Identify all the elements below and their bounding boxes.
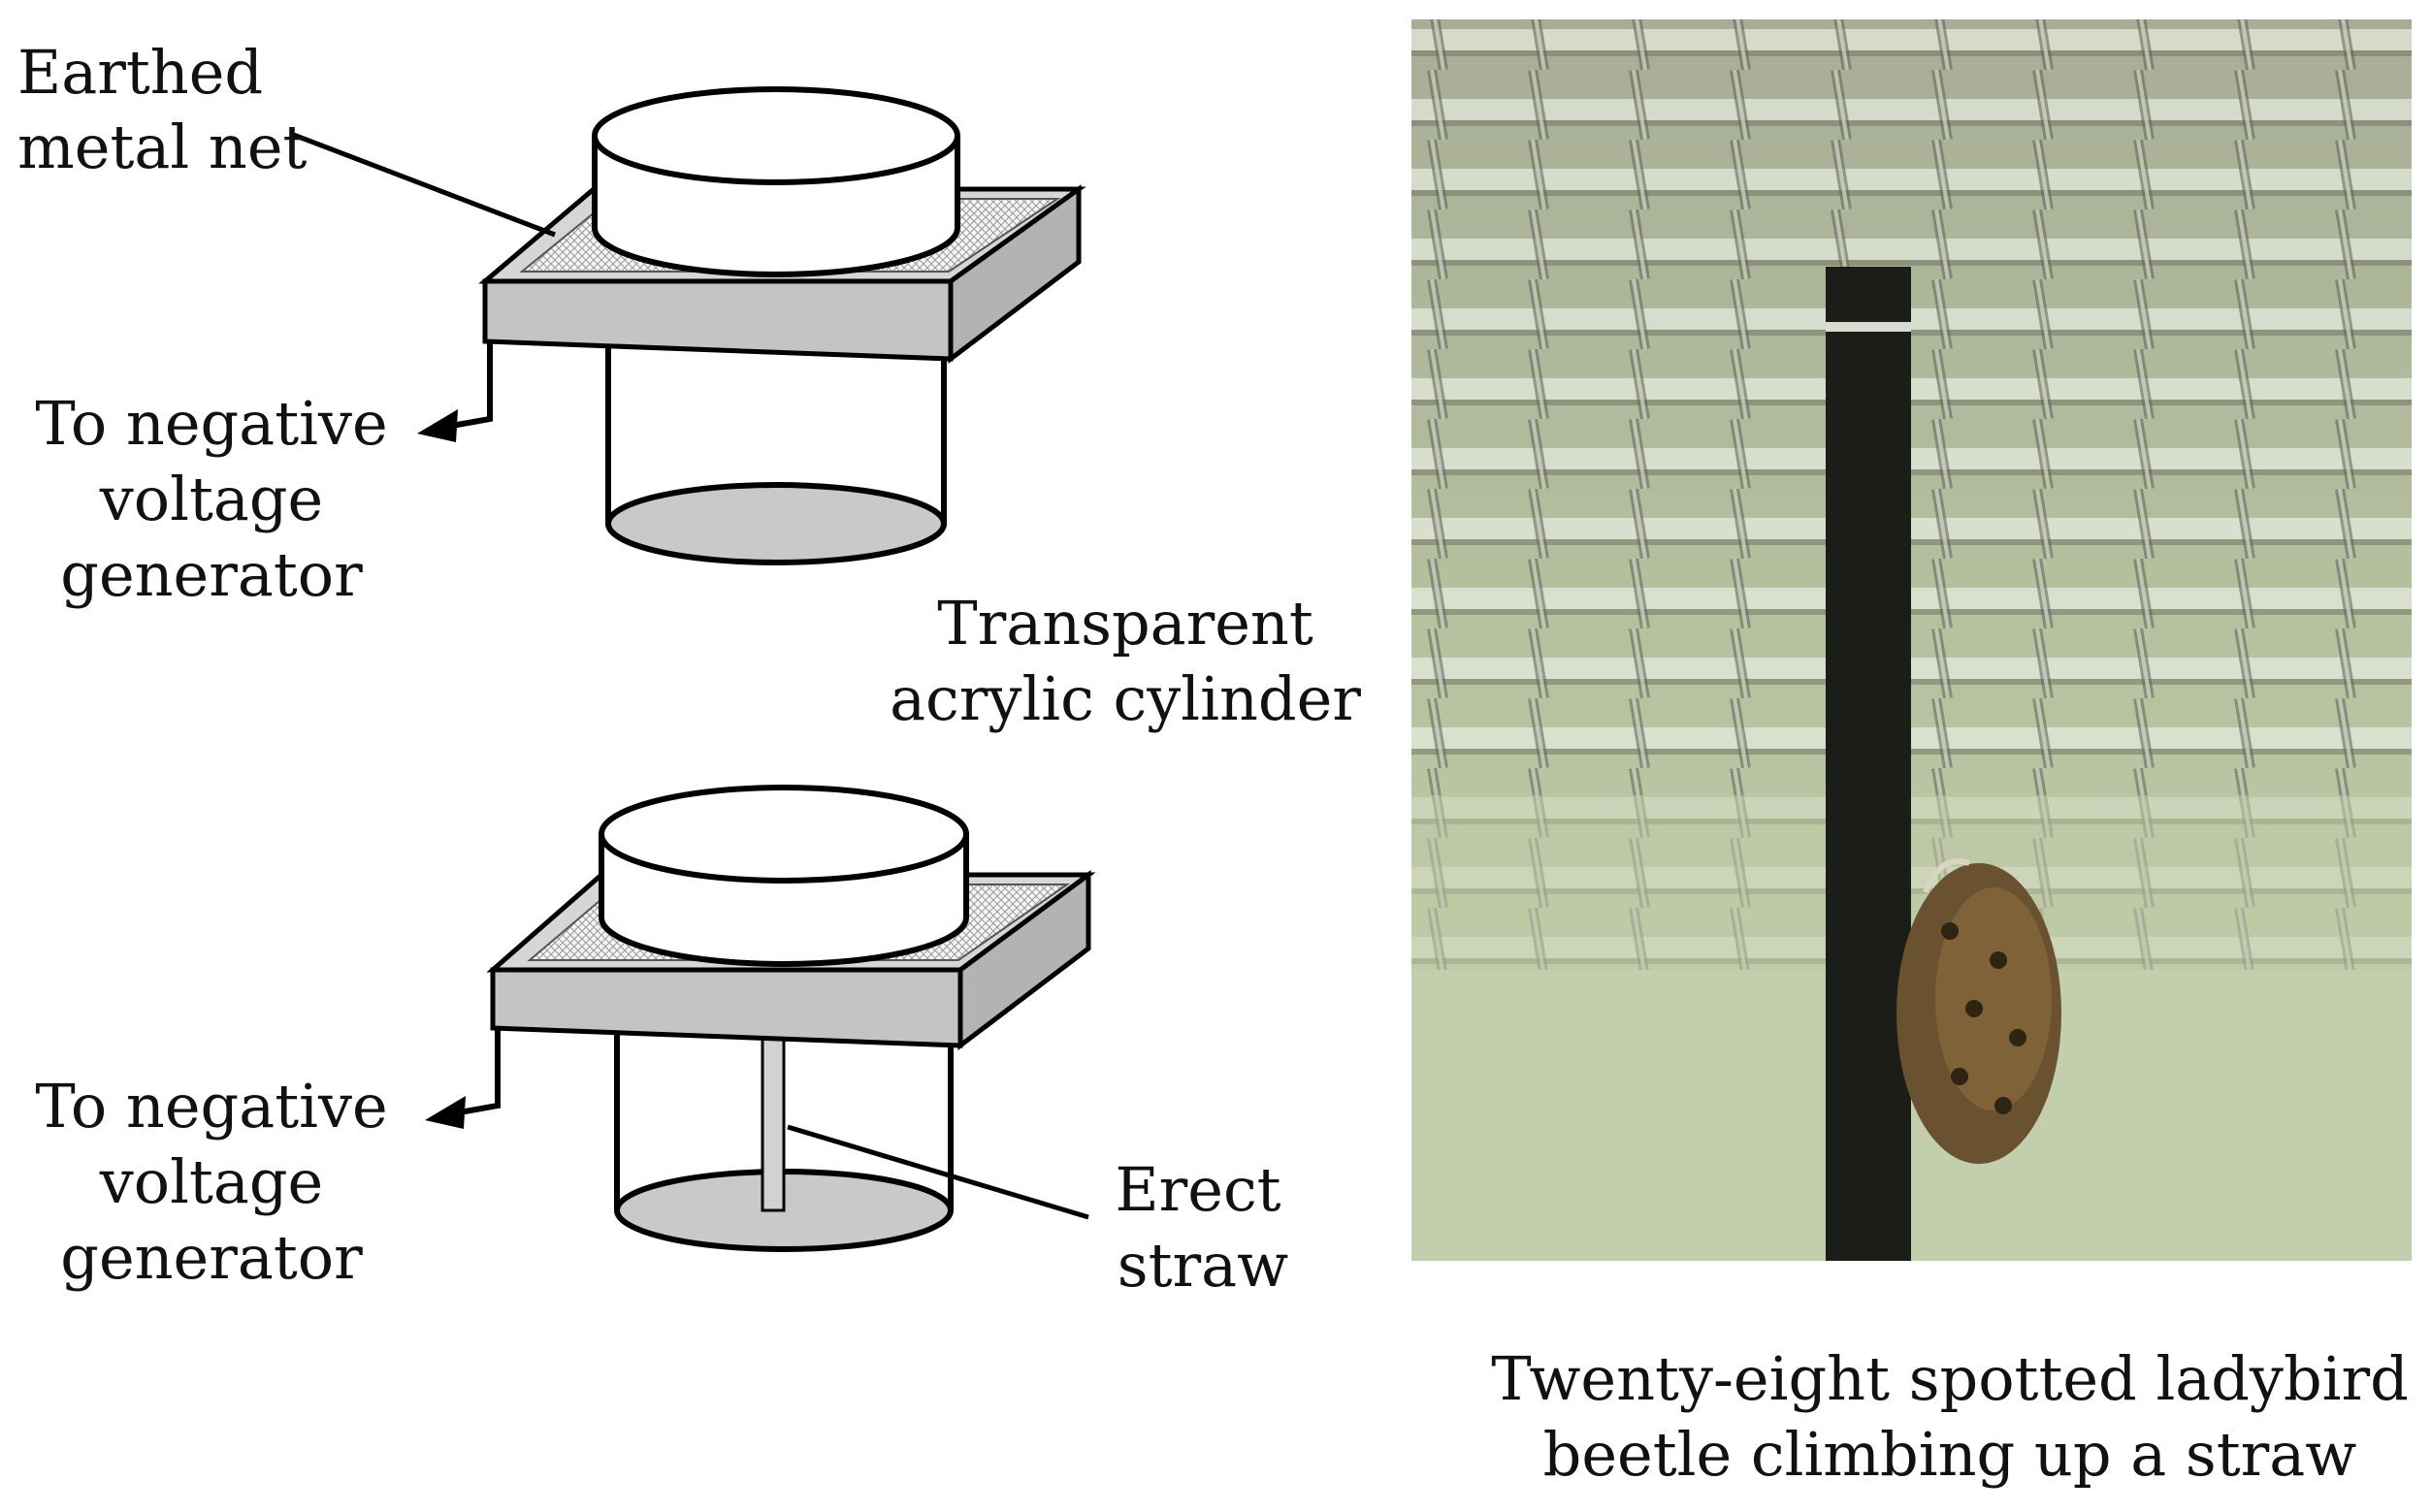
wire-top [445,341,493,430]
photo-caption-line-1: Twenty-eight spotted ladybird [1491,1343,2409,1414]
photo-caption-line-2: beetle climbing up a straw [1543,1419,2357,1490]
label-neg-voltage-bottom-3: generator [60,1222,363,1293]
label-cylinder-2: acrylic cylinder [890,663,1361,734]
label-neg-voltage-bottom-1: To negative [35,1071,387,1142]
bottom-apparatus [425,785,1096,1252]
leader-earthed-net [290,131,556,238]
top-apparatus [290,86,1086,565]
label-neg-voltage-bottom-2: voltage [99,1146,323,1217]
label-earthed-net-1: Earthed [17,37,263,108]
label-cylinder-1: Transparent [937,588,1313,659]
photo-panel [1411,19,2412,1261]
lid-cylinder-bottom [599,785,969,967]
label-neg-voltage-top-2: voltage [99,464,323,534]
labels: Earthed metal net To negative voltage ge… [17,37,1361,1301]
label-straw-1: Erect [1115,1154,1280,1225]
leader-erect-straw [787,1124,1089,1220]
lid-cylinder-top [592,86,960,277]
wire-bottom [453,1028,501,1116]
label-straw-2: straw [1118,1230,1288,1301]
erect-straw [761,1036,786,1212]
photo-straw [1826,267,1911,1261]
ladybird-beetle [1896,858,2061,1164]
arrow-bottom [425,1096,466,1129]
acrylic-cylinder-top [605,344,947,565]
label-earthed-net-2: metal net [17,112,308,182]
label-neg-voltage-top-1: To negative [35,388,387,459]
arrow-top [417,409,458,442]
label-neg-voltage-top-3: generator [60,539,363,610]
